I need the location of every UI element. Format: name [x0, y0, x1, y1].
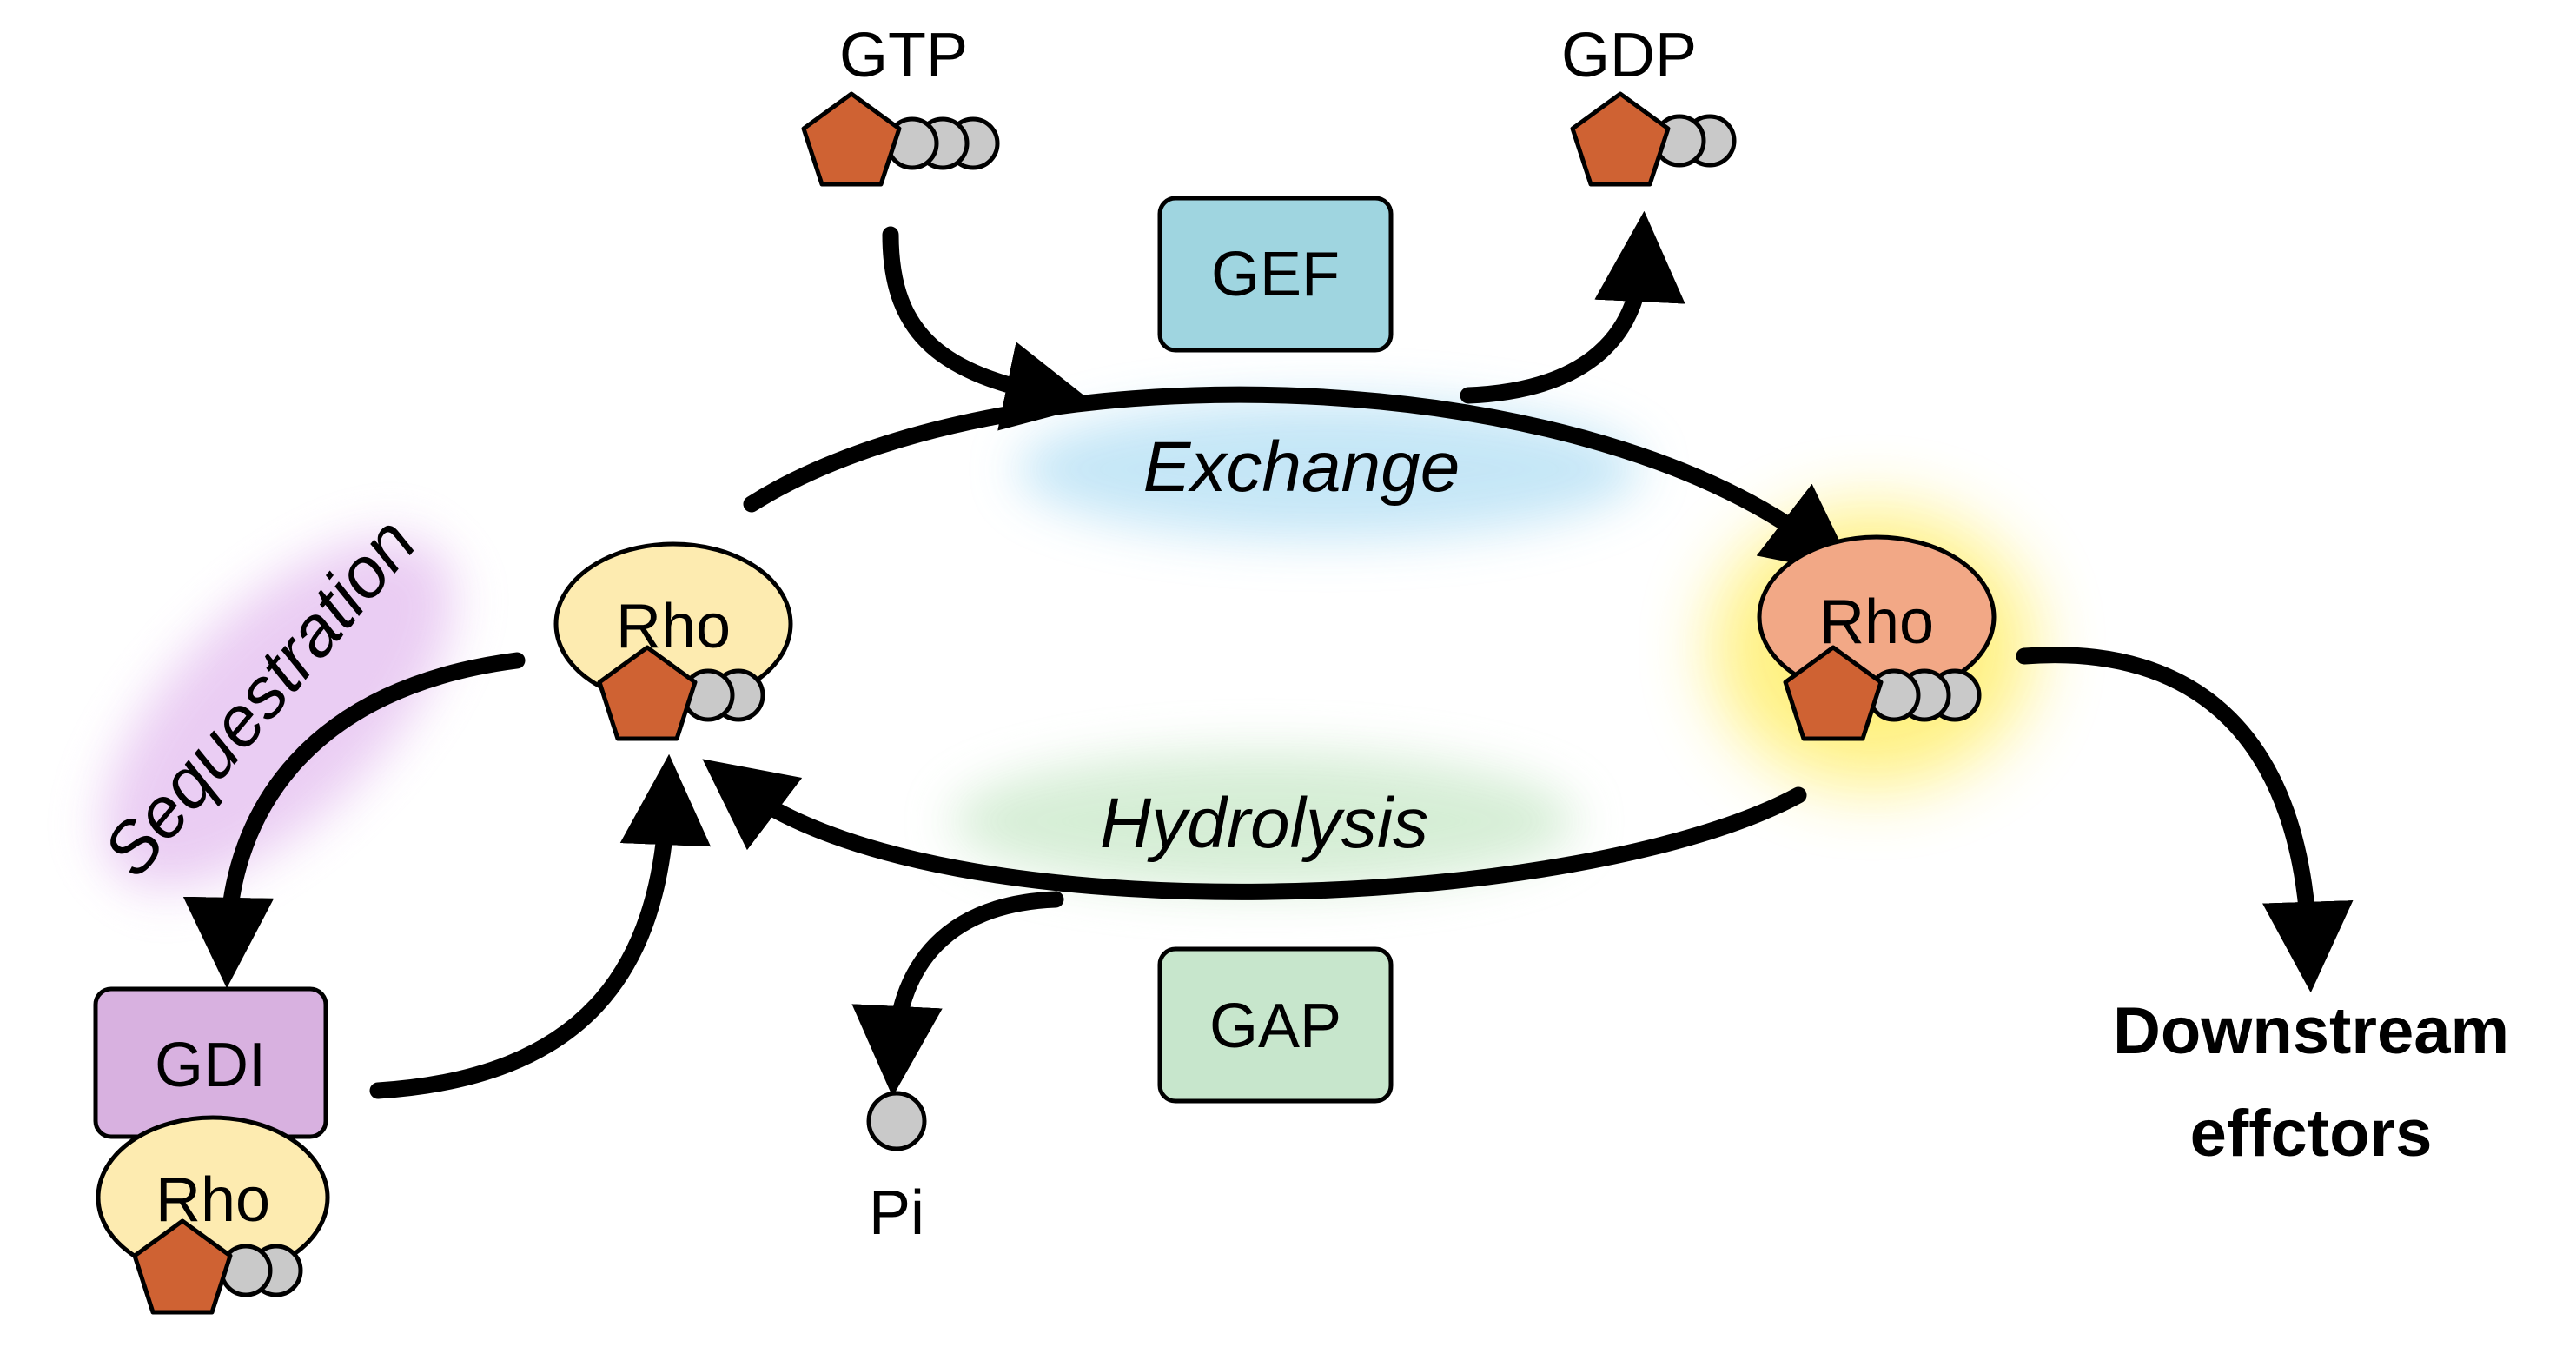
sequestration-arrow [182, 652, 526, 989]
release-arrow [369, 753, 712, 1099]
rho-gdp-sequestered [96, 1115, 330, 1315]
pi-phosphate [866, 1091, 927, 1151]
gap-label: GAP [1209, 992, 1341, 1061]
gdp-label: GDP [1561, 21, 1697, 90]
hydrolysis-label: Hydrolysis [1100, 784, 1428, 863]
rho-active-label: Rho [1819, 587, 1934, 657]
sequestration-glow [102, 536, 454, 889]
downstream-arrow [2016, 647, 2354, 993]
rho-gdp-inactive [553, 541, 793, 741]
rho-gtp-active [1757, 534, 1997, 741]
gef-box [1157, 196, 1394, 353]
pi-label: Pi [869, 1178, 924, 1248]
gdi-label: GDI [155, 1031, 266, 1100]
hydrolysis-arrow [702, 759, 1807, 900]
pi-output-arrow [851, 891, 1064, 1098]
gef-label: GEF [1211, 240, 1340, 309]
exchange-label: Exchange [1143, 428, 1460, 507]
downstream-label-line2: effctors [2190, 1097, 2433, 1171]
rho-sequestered-label: Rho [156, 1165, 270, 1235]
gtp-molecule [801, 91, 1000, 187]
gtp-label: GTP [839, 21, 968, 90]
downstream-label-line1: Downstream [2113, 994, 2509, 1068]
hydrolysis-glow [951, 752, 1577, 891]
gdp-output-arrow [1460, 210, 1685, 404]
gdp-molecule [1570, 91, 1737, 187]
rho-inactive-label: Rho [616, 592, 731, 661]
exchange-glow [1016, 400, 1642, 539]
gtp-input-arrow [882, 226, 1096, 431]
gap-box [1157, 946, 1394, 1104]
exchange-arrow [743, 386, 1857, 575]
